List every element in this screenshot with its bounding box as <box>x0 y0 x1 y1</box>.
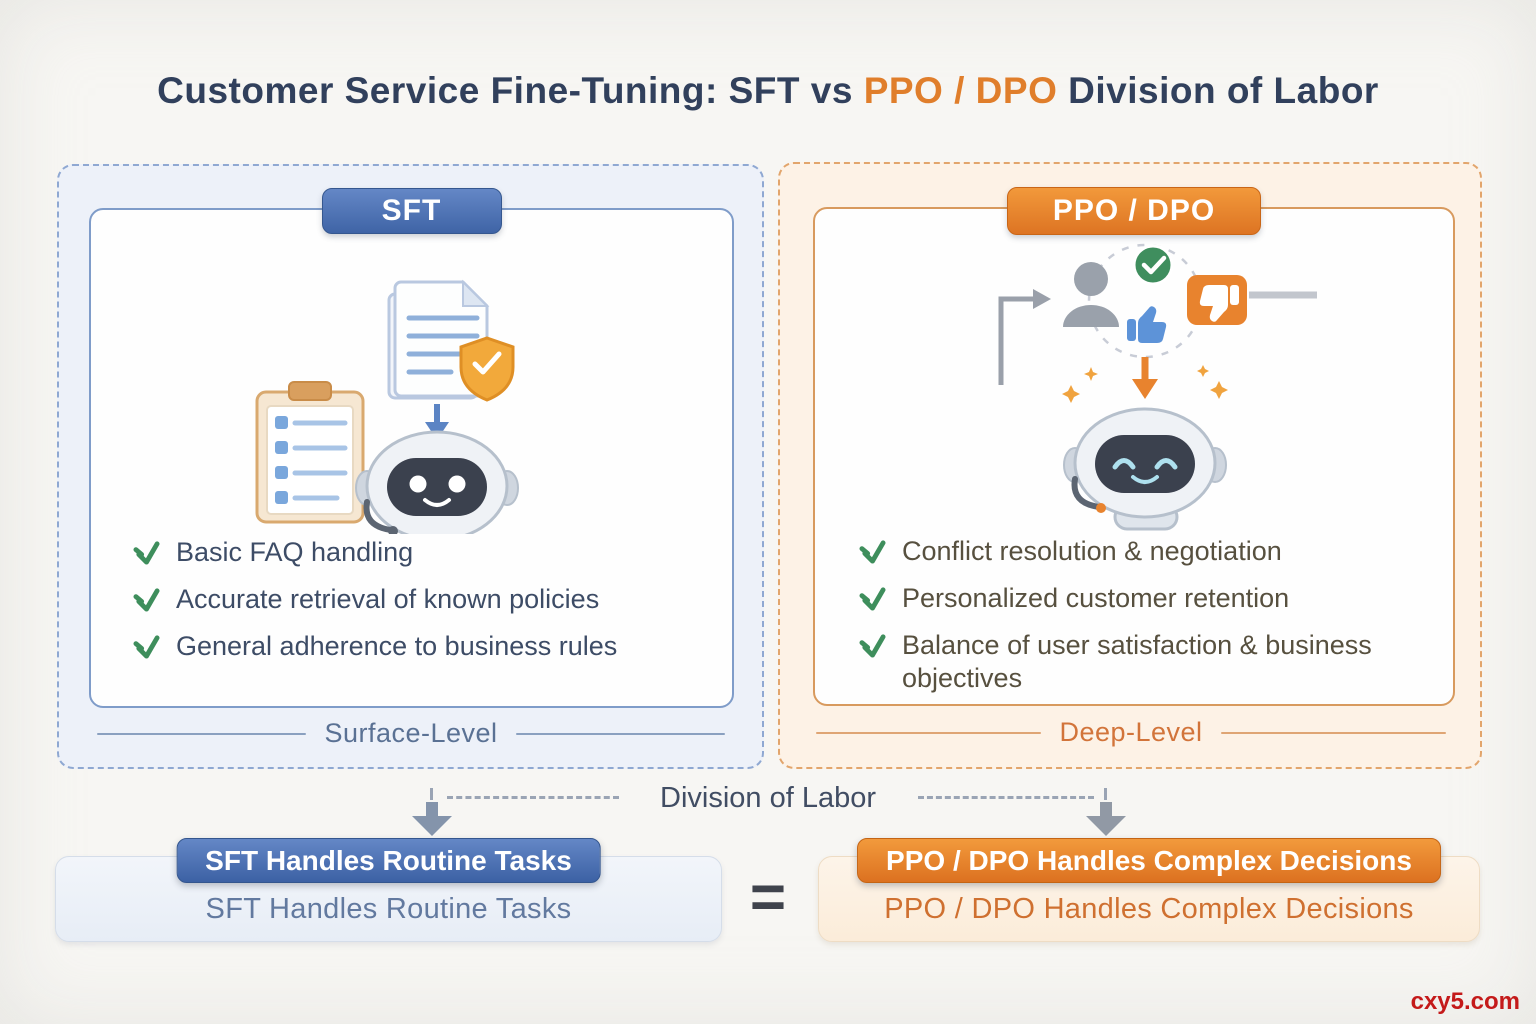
happy-robot-icon <box>1063 407 1227 531</box>
sft-summary-box: SFT Handles Routine Tasks SFT Handles Ro… <box>55 838 722 942</box>
watermark: cxy5.com <box>1410 988 1520 1015</box>
thumbs-down-icon <box>1187 275 1247 325</box>
check-circle-icon <box>1132 244 1174 286</box>
ppo-dpo-panel: PPO / DPO <box>778 162 1482 769</box>
dashed-connector-right <box>918 796 1094 799</box>
title-suffix: Division of Labor <box>1057 70 1379 111</box>
sft-summary-body: SFT Handles Routine Tasks <box>205 893 572 925</box>
divider <box>515 732 725 735</box>
divider <box>816 731 1042 734</box>
list-item: Accurate retrieval of known policies <box>133 583 693 616</box>
ppo-summary-header: PPO / DPO Handles Complex Decisions <box>857 838 1441 883</box>
sft-illustration <box>255 279 519 534</box>
ppo-footer-label: Deep-Level <box>1059 717 1203 747</box>
equals-sign: = <box>749 863 787 932</box>
feedback-arrow-icon <box>998 289 1051 385</box>
ppo-illustration <box>998 243 1317 531</box>
check-icon <box>859 634 886 658</box>
sft-panel: SFT <box>57 164 764 769</box>
bullet-text: General adherence to business rules <box>176 631 618 661</box>
thumbs-up-icon <box>1127 306 1167 343</box>
list-item: Basic FAQ handling <box>133 536 693 569</box>
bullet-text: Conflict resolution & negotiation <box>902 536 1282 566</box>
list-item: General adherence to business rules <box>133 630 693 663</box>
check-icon <box>859 540 886 564</box>
divider <box>1220 731 1446 734</box>
list-item: Conflict resolution & negotiation <box>859 535 1419 568</box>
down-arrow-icon <box>412 802 452 838</box>
sft-badge: SFT <box>321 188 502 234</box>
ppo-footer: Deep-Level <box>816 717 1446 748</box>
list-item: Balance of user satisfaction & business … <box>859 629 1419 695</box>
robot-icon <box>355 430 519 534</box>
sft-bullet-list: Basic FAQ handling Accurate retrieval of… <box>133 536 693 663</box>
divider <box>97 732 307 735</box>
dashed-connector-left <box>447 796 619 799</box>
sft-footer: Surface-Level <box>97 718 725 749</box>
division-of-labor-label: Division of Labor <box>660 782 876 814</box>
dashed-connector-left-drop <box>430 788 433 800</box>
check-icon <box>133 541 160 565</box>
sparkles-icon <box>1062 365 1228 403</box>
clipboard-icon <box>255 381 365 524</box>
bullet-text: Personalized customer retention <box>902 583 1290 613</box>
sft-footer-label: Surface-Level <box>324 718 498 748</box>
ppo-badge: PPO / DPO <box>1007 187 1261 235</box>
sft-summary-header: SFT Handles Routine Tasks <box>176 838 601 883</box>
sft-inner-card: SFT <box>89 188 734 708</box>
shield-check-icon <box>459 336 515 402</box>
page-title: Customer Service Fine-Tuning: SFT vs PPO… <box>0 70 1536 112</box>
list-item: Personalized customer retention <box>859 582 1419 615</box>
dashed-connector-right-drop <box>1104 788 1107 800</box>
title-prefix: Customer Service Fine-Tuning: SFT vs <box>157 70 864 111</box>
person-icon <box>1063 262 1119 327</box>
ppo-summary-box: PPO / DPO Handles Complex Decisions PPO … <box>818 838 1480 942</box>
down-arrow-icon <box>1086 802 1126 838</box>
bullet-text: Balance of user satisfaction & business … <box>902 630 1372 693</box>
bullet-text: Accurate retrieval of known policies <box>176 584 600 614</box>
ppo-inner-card: PPO / DPO <box>813 187 1455 706</box>
title-highlight: PPO / DPO <box>863 70 1058 111</box>
check-icon <box>133 635 160 659</box>
ppo-summary-body: PPO / DPO Handles Complex Decisions <box>884 893 1414 925</box>
ppo-bullet-list: Conflict resolution & negotiation Person… <box>859 535 1419 695</box>
check-icon <box>133 588 160 612</box>
check-icon <box>859 587 886 611</box>
orange-down-arrow-icon <box>1132 357 1158 399</box>
bullet-text: Basic FAQ handling <box>176 537 414 567</box>
